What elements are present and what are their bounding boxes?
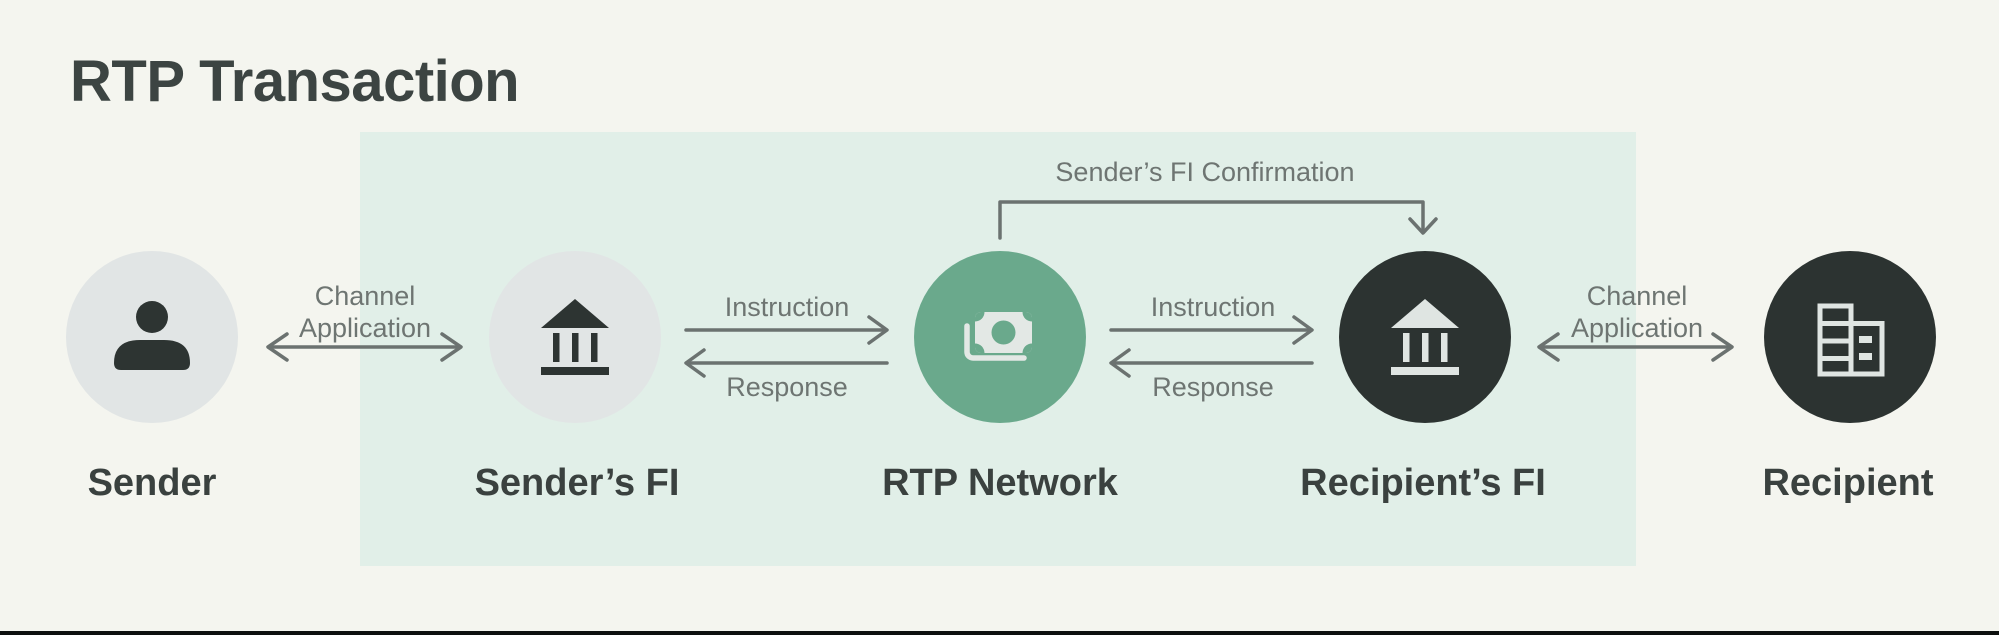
channel-application-arrow-right — [1537, 332, 1734, 362]
node-label-recipients-fi: Recipient’s FI — [1300, 462, 1546, 504]
node-rtp-network — [914, 251, 1086, 423]
confirmation-arrow — [998, 200, 1438, 240]
bank-icon — [541, 299, 609, 375]
node-recipients-fi — [1339, 251, 1511, 423]
flow-label-response-2: Response — [1152, 372, 1274, 402]
bank-icon — [1391, 299, 1459, 375]
node-label-sender: Sender — [87, 462, 217, 504]
node-senders-fi — [489, 251, 661, 423]
node-recipient — [1764, 251, 1936, 423]
node-sender — [66, 251, 238, 423]
building-icon — [1817, 303, 1885, 377]
node-label-senders-fi: Sender’s FI — [474, 462, 680, 504]
flow-label-instruction-1: Instruction — [724, 292, 850, 322]
response-arrow-2 — [1109, 348, 1314, 378]
flow-label-channel-application-right: Channel Application — [1570, 281, 1704, 343]
node-label-recipient: Recipient — [1762, 462, 1934, 504]
flow-label-channel-application-left: Channel Application — [298, 281, 432, 343]
instruction-arrow-1 — [684, 315, 889, 345]
flow-label-response-1: Response — [726, 372, 848, 402]
cash-icon — [964, 312, 1032, 361]
instruction-arrow-2 — [1109, 315, 1314, 345]
flow-label-instruction-2: Instruction — [1150, 292, 1276, 322]
person-icon — [114, 301, 190, 370]
response-arrow-1 — [684, 348, 889, 378]
page-title: RTP Transaction — [70, 49, 520, 114]
bottom-divider — [0, 631, 1999, 635]
channel-application-arrow-left — [266, 332, 463, 362]
node-label-rtp-network: RTP Network — [882, 462, 1118, 504]
flow-label-senders-fi-confirmation: Sender’s FI Confirmation — [1055, 157, 1355, 187]
